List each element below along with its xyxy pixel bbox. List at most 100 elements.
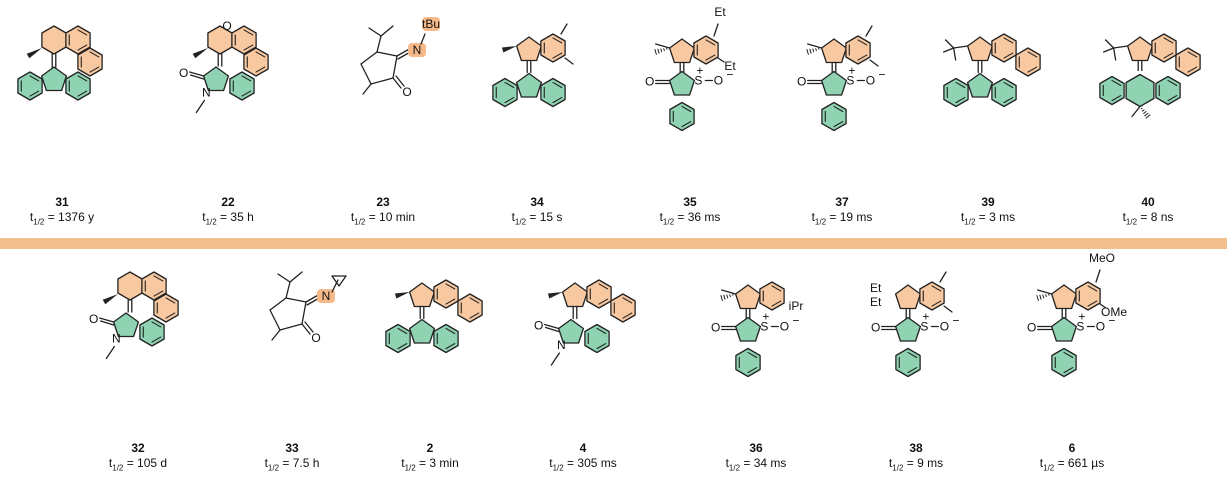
carbonyl	[301, 323, 311, 335]
atom-sulfur: S	[920, 320, 928, 334]
carbonyl	[189, 74, 205, 80]
oxindole-five-ring	[557, 318, 585, 344]
aromatic-bond	[596, 343, 607, 350]
methyl	[560, 23, 568, 35]
half-life: t1/2 = 8 ns	[1078, 210, 1218, 229]
half-life: t1/2 = 15 s	[467, 210, 607, 229]
isopropyl-label: iPr	[789, 299, 804, 313]
aromatic-bond	[77, 90, 88, 97]
ring-bond	[392, 55, 398, 79]
atom-sulfur: S	[694, 74, 702, 88]
aromatic-bond	[1003, 81, 1014, 89]
cyclohexene-ring	[117, 271, 143, 301]
aromatic-bond	[681, 121, 692, 128]
ring-bond	[360, 51, 378, 65]
methoxy-label: OMe	[1101, 305, 1127, 319]
cyclopropyl-ring	[331, 275, 347, 287]
aromatic-bond	[1087, 300, 1098, 307]
aromatic-bond	[907, 351, 918, 359]
indane-five-ring	[894, 284, 922, 310]
aromatic-bond	[504, 81, 515, 89]
aromatic-bond	[622, 297, 633, 304]
atom-oxygen-ylide: O	[940, 320, 949, 334]
structure-31	[17, 25, 103, 101]
half-life-subscript: 1/2	[552, 463, 564, 473]
ethyl-label: Et	[724, 59, 736, 73]
aromatic-bond	[397, 327, 408, 335]
carbonyl	[304, 321, 314, 333]
aromatic-bond	[1167, 95, 1178, 102]
aromatic-bond	[1063, 367, 1074, 374]
aromatic-bond	[552, 52, 563, 59]
hash-bond	[1141, 109, 1145, 112]
aromatic-bond	[857, 54, 868, 61]
ethyl-bond	[713, 23, 719, 37]
tbu-label-highlight	[422, 17, 440, 31]
atom-nitrogen: N	[557, 338, 566, 352]
thiophene-ring	[734, 316, 762, 342]
charge-minus: −	[1108, 314, 1115, 328]
ring-bond	[269, 297, 287, 311]
methyl	[564, 57, 574, 65]
structure-4: ON	[534, 279, 636, 366]
ring-bond	[301, 301, 307, 325]
aromatic-bond	[598, 283, 609, 290]
half-life-value: = 9 ms	[903, 456, 944, 470]
aromatic-bond	[469, 297, 480, 304]
half-life-symbol: t	[549, 456, 553, 470]
aromatic-bond	[165, 297, 176, 304]
compound-number: 38	[909, 441, 923, 455]
half-life-subscript: 1/2	[33, 217, 45, 227]
half-life-symbol: t	[511, 210, 515, 224]
atom-nitrogen-highlight	[317, 289, 335, 303]
aromatic-bond	[705, 39, 716, 46]
half-life-value: = 19 ms	[826, 210, 873, 224]
hash-bond	[657, 48, 660, 54]
half-life-value: = 36 ms	[674, 210, 721, 224]
atom-nitrogen: N	[112, 332, 121, 346]
methyl	[271, 329, 281, 341]
half-life-subscript: 1/2	[662, 217, 675, 227]
aromatic-bond	[552, 37, 563, 44]
hash-bond	[1144, 112, 1149, 117]
methyl	[939, 271, 947, 283]
half-life-symbol: t	[29, 210, 34, 224]
aromatic-bond	[1003, 52, 1014, 59]
compound-number: 32	[131, 441, 145, 455]
aromatic-bond	[255, 51, 266, 58]
half-life-subscript: 1/2	[514, 217, 527, 227]
indane-five-ring	[668, 38, 696, 64]
half-life-value: = 15 s	[526, 210, 563, 224]
aromatic-bond	[771, 285, 782, 292]
half-life: t1/2 = 661 µs	[1002, 456, 1142, 475]
hash-bond	[720, 294, 723, 301]
half-life-symbol: t	[202, 210, 206, 224]
structure-39	[942, 33, 1041, 108]
atom-oxygen: O	[797, 75, 806, 89]
aromatic-bond	[255, 66, 266, 73]
half-life-symbol: t	[1122, 210, 1126, 224]
structure-2	[385, 279, 483, 354]
methyl	[869, 59, 879, 67]
n-substituent	[420, 33, 426, 45]
ethyl-label: Et	[714, 5, 726, 19]
aromatic-bond	[243, 29, 254, 36]
structure-33: NO	[269, 271, 347, 345]
carbonyl	[395, 75, 405, 87]
aromatic-bond	[1167, 79, 1178, 87]
hash-bond	[1143, 111, 1147, 114]
aromatic-bond	[1111, 79, 1122, 87]
oxindole-five-ring	[112, 312, 140, 338]
hash-bond	[812, 48, 815, 53]
half-life-symbol: t	[350, 210, 355, 224]
methyl	[952, 47, 957, 61]
wedge-bond	[26, 48, 42, 59]
compound-number: 22	[221, 195, 235, 209]
hash-bond	[809, 48, 812, 54]
aromatic-bond	[165, 312, 176, 319]
aromatic-bond	[153, 275, 164, 282]
